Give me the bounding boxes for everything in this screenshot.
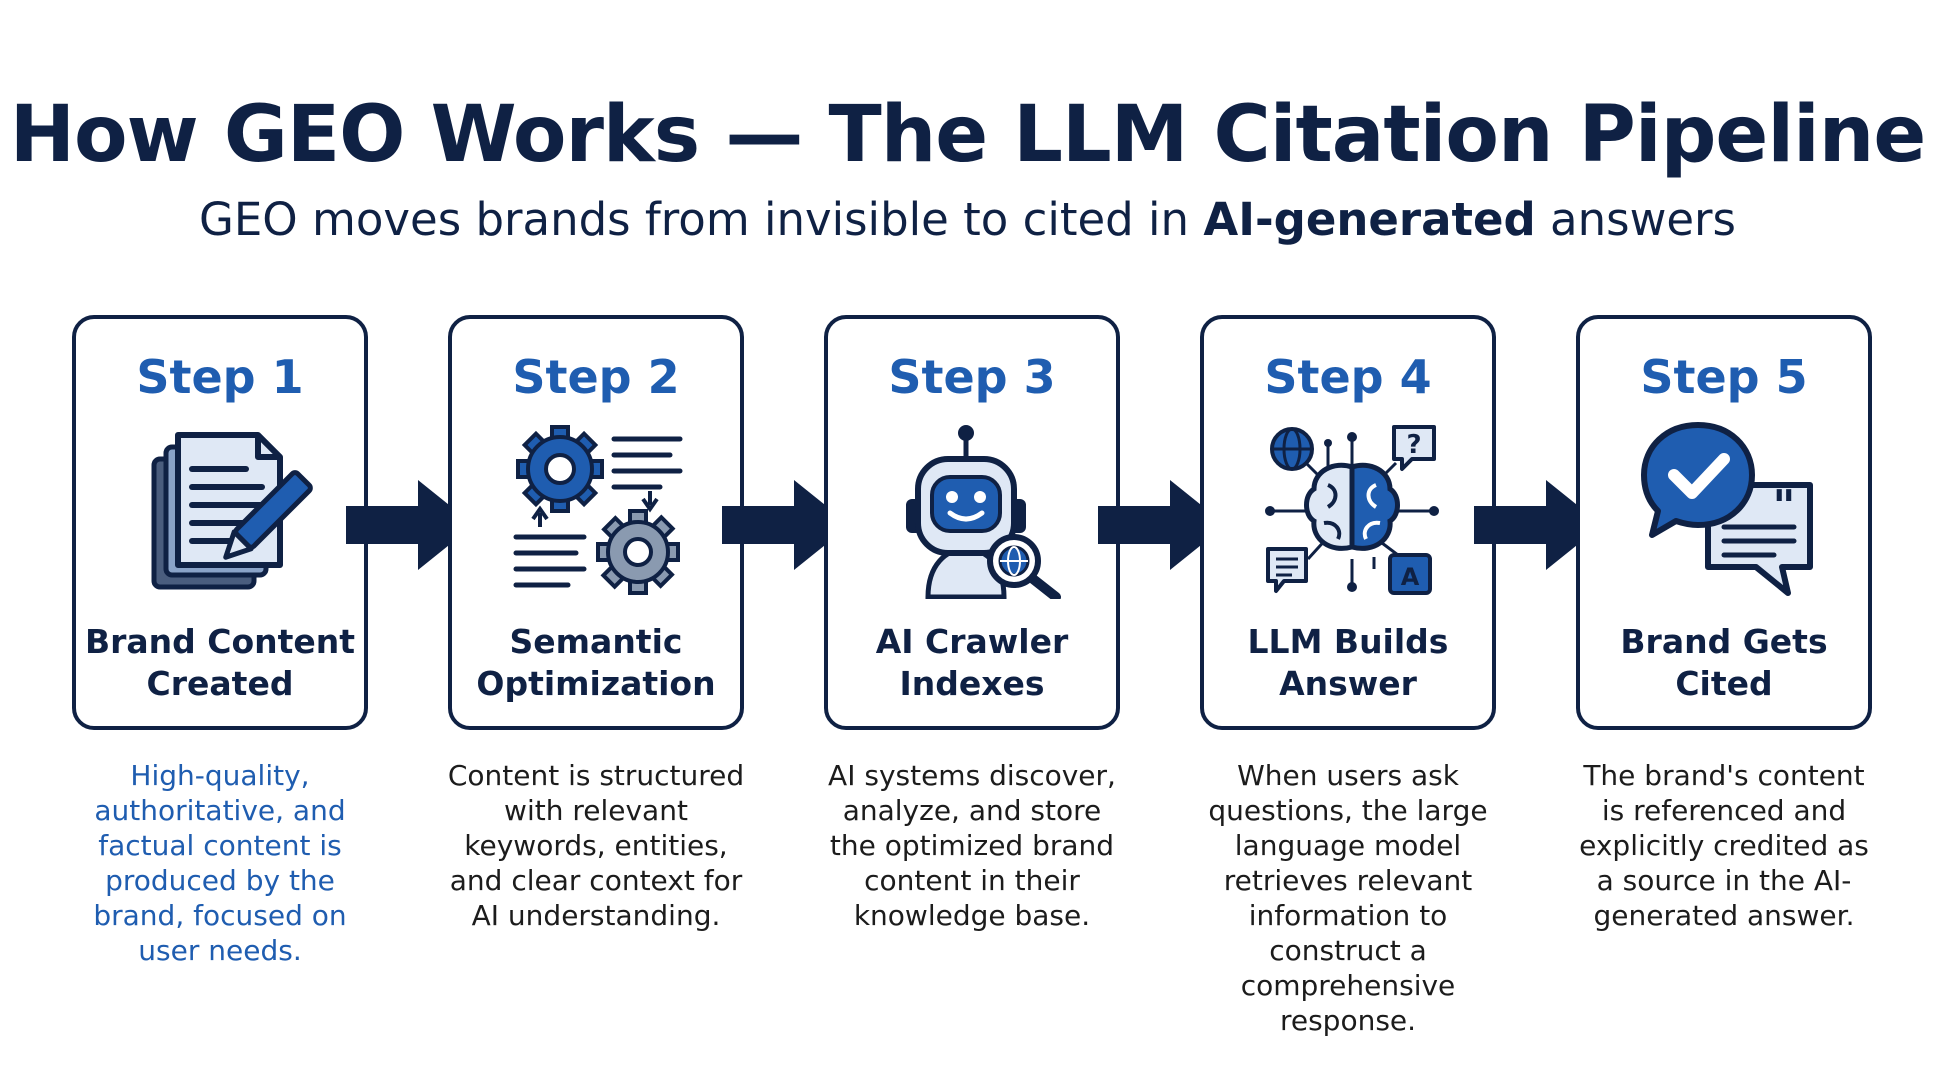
description-line: comprehensive xyxy=(1240,969,1456,1002)
description-line: keywords, entities, xyxy=(464,829,728,862)
description-line: knowledge base. xyxy=(853,899,1091,932)
step-label: Step 1 xyxy=(136,350,304,404)
document-pen-icon xyxy=(151,432,313,590)
description-line: with relevant xyxy=(504,794,688,827)
step-label: Step 4 xyxy=(1264,350,1432,404)
step-title-line-2: Answer xyxy=(1279,664,1417,703)
step-title: LLM Builds Answer xyxy=(1204,621,1492,705)
arrow-right-icon xyxy=(1098,480,1226,570)
description-line: When users ask xyxy=(1237,759,1459,792)
description-line: content in their xyxy=(864,864,1080,897)
step-label: Step 3 xyxy=(888,350,1056,404)
step-title-line-2: Created xyxy=(146,664,294,703)
description-line: is referenced and xyxy=(1601,794,1847,827)
description-line: The brand's content xyxy=(1583,759,1865,792)
description-line: a source in the AI- xyxy=(1596,864,1852,897)
step-title-line-2: Indexes xyxy=(899,664,1045,703)
brain-network-icon: ? A xyxy=(1265,425,1439,595)
arrow-right-icon xyxy=(346,480,474,570)
page-title: How GEO Works — The LLM Citation Pipelin… xyxy=(9,90,1926,180)
step-card-4: Step 4 ? A LL xyxy=(1200,315,1496,730)
step-card-2: Step 2 xyxy=(448,315,744,730)
step-label: Step 2 xyxy=(512,350,680,404)
check-quote-icon: " xyxy=(1641,422,1813,596)
step-title: Semantic Optimization xyxy=(452,621,740,705)
description-line: the optimized brand xyxy=(829,829,1115,862)
description-line: High-quality, xyxy=(130,759,310,792)
step-title: Brand Gets Cited xyxy=(1580,621,1868,705)
step-title: AI Crawler Indexes xyxy=(828,621,1116,705)
step-description-1: High-quality, authoritative, and factual… xyxy=(55,758,385,968)
step-description-5: The brand's content is referenced and ex… xyxy=(1559,758,1889,933)
step-label: Step 5 xyxy=(1640,350,1808,404)
arrow-right-icon xyxy=(1474,480,1602,570)
step-title-line-1: Semantic xyxy=(509,622,683,661)
description-line: response. xyxy=(1279,1004,1417,1037)
step-description-3: AI systems discover, analyze, and store … xyxy=(807,758,1137,933)
description-line: authoritative, and xyxy=(94,794,346,827)
description-line: construct a xyxy=(1269,934,1427,967)
step-title-line-2: Optimization xyxy=(476,664,716,703)
description-line: factual content is xyxy=(98,829,342,862)
step-title: Brand Content Created xyxy=(76,621,364,705)
step-card-1: Step 1 Brand Content Created xyxy=(72,315,368,730)
step-card-3: Step 3 AI Crawler Indexes xyxy=(824,315,1120,730)
subtitle-emphasis: AI-generated xyxy=(1203,193,1536,246)
arrow-right-icon xyxy=(722,480,850,570)
step-card-5: Step 5 " Brand Gets Cited xyxy=(1576,315,1872,730)
description-line: AI understanding. xyxy=(471,899,721,932)
gears-text-icon xyxy=(513,425,683,595)
description-line: AI systems discover, xyxy=(828,759,1116,792)
step-title-line-1: LLM Builds xyxy=(1247,622,1449,661)
svg-text:?: ? xyxy=(1406,430,1421,460)
step-description-4: When users ask questions, the large lang… xyxy=(1183,758,1513,1038)
description-line: user needs. xyxy=(138,934,302,967)
step-description-2: Content is structured with relevant keyw… xyxy=(431,758,761,933)
description-line: Content is structured xyxy=(447,759,745,792)
page-subtitle: GEO moves brands from invisible to cited… xyxy=(0,192,1935,248)
description-line: and clear context for xyxy=(449,864,743,897)
description-line: questions, the large xyxy=(1208,794,1488,827)
step-title-line-2: Cited xyxy=(1675,664,1773,703)
subtitle-suffix: answers xyxy=(1535,193,1736,246)
subtitle-prefix: GEO moves brands from invisible to cited… xyxy=(199,193,1204,246)
description-line: brand, focused on xyxy=(93,899,347,932)
description-line: analyze, and store xyxy=(842,794,1102,827)
step-title-line-1: AI Crawler xyxy=(875,622,1069,661)
step-title-line-1: Brand Content xyxy=(84,622,356,661)
description-line: retrieves relevant xyxy=(1223,864,1473,897)
svg-text:": " xyxy=(1773,481,1796,532)
description-line: generated answer. xyxy=(1593,899,1855,932)
description-line: language model xyxy=(1234,829,1462,862)
svg-text:A: A xyxy=(1401,563,1420,591)
description-line: explicitly credited as xyxy=(1579,829,1869,862)
robot-crawler-icon xyxy=(906,425,1061,599)
description-line: information to xyxy=(1248,899,1448,932)
description-line: produced by the xyxy=(105,864,335,897)
step-title-line-1: Brand Gets xyxy=(1620,622,1828,661)
